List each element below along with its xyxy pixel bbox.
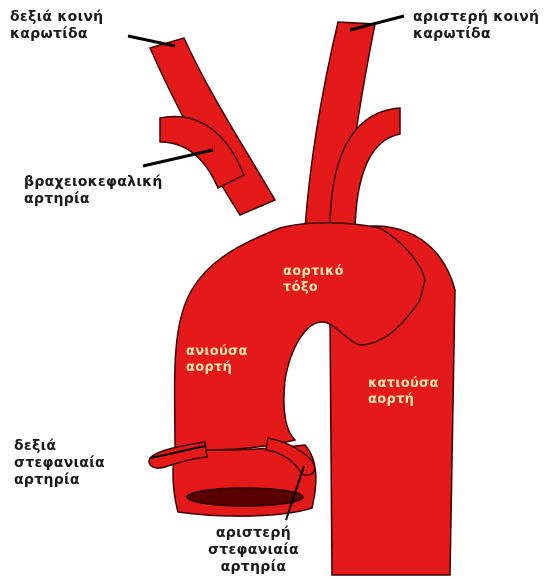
right-coronary-artery-label: δεξιά στεφανιαία αρτηρία bbox=[14, 438, 105, 489]
brachiocephalic-artery-label-line2: αρτηρία bbox=[24, 191, 163, 208]
descending-aorta-label: κατιούσα αορτή bbox=[368, 376, 439, 408]
descending-aorta-label-line1: κατιούσα bbox=[368, 376, 439, 392]
descending-aorta-label-line2: αορτή bbox=[368, 392, 439, 408]
right-coronary-artery-label-line1: δεξιά bbox=[14, 438, 105, 455]
ascending-aorta-label: ανιούσα αορτή bbox=[186, 344, 248, 376]
right-coronary-artery-label-line3: αρτηρία bbox=[14, 472, 105, 489]
ascending-aorta-label-line2: αορτή bbox=[186, 360, 248, 376]
left-coronary-artery-label-line3: αρτηρία bbox=[208, 559, 299, 576]
aortic-arch-label: αορτικό τόξο bbox=[283, 264, 344, 296]
aortic-arch-label-line1: αορτικό bbox=[283, 264, 344, 280]
left-coronary-artery-label: αριστερή στεφανιαία αρτηρία bbox=[208, 525, 299, 576]
brachiocephalic-artery-label: βραχειοκεφαλική αρτηρία bbox=[24, 174, 163, 208]
left-coronary-artery-label-line1: αριστερή bbox=[208, 525, 299, 542]
left-common-carotid-label-line2: καρωτίδα bbox=[413, 26, 539, 43]
ascending-aorta-label-line1: ανιούσα bbox=[186, 344, 248, 360]
aortic-root-lumen bbox=[187, 488, 303, 506]
aortic-arch-label-line2: τόξο bbox=[283, 280, 344, 296]
right-common-carotid-leader bbox=[128, 36, 175, 46]
left-coronary-artery-label-line2: στεφανιαία bbox=[208, 542, 299, 559]
left-common-carotid-label: αριστερή κοινή καρωτίδα bbox=[413, 9, 539, 43]
brachiocephalic-artery-label-line1: βραχειοκεφαλική bbox=[24, 174, 163, 191]
right-coronary-artery-label-line2: στεφανιαία bbox=[14, 455, 105, 472]
left-common-carotid-label-line1: αριστερή κοινή bbox=[413, 9, 539, 26]
right-common-carotid-label-line2: καρωτίδα bbox=[10, 26, 103, 43]
right-common-carotid-label-line1: δεξιά κοινή bbox=[10, 9, 103, 26]
right-common-carotid-label: δεξιά κοινή καρωτίδα bbox=[10, 9, 103, 43]
